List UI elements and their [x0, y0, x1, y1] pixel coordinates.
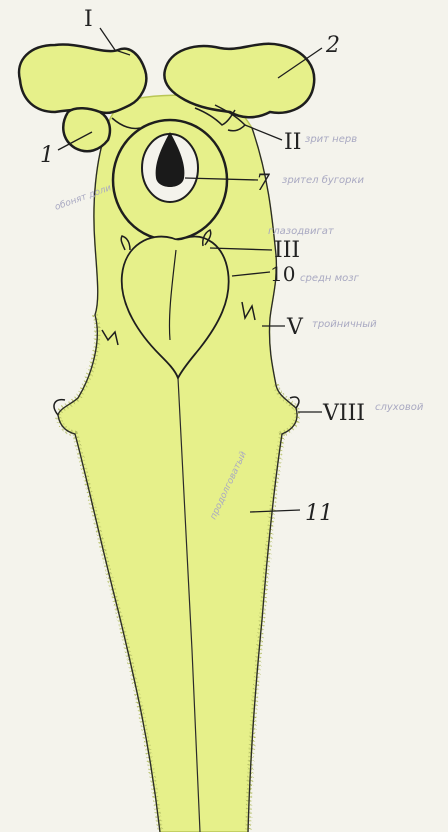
olfactory-bulb-left [63, 108, 110, 151]
note-optic-nerve: зрит нерв [305, 134, 357, 145]
note-auditory: слуховой [375, 402, 424, 413]
label-oculomotor-nerve: III [274, 238, 300, 263]
note-ventricle: зрител бугорки [282, 174, 365, 186]
note-midbrain: средн мозг [300, 273, 360, 284]
label-auditory-nerve: VIII [322, 401, 365, 426]
label-part-10: 10 [270, 262, 295, 286]
label-olfactory-nerve: I [84, 7, 93, 32]
label-hemisphere-2: 2 [325, 33, 340, 58]
label-cord-11: 11 [305, 501, 333, 526]
label-ventricle-7: 7 [256, 171, 270, 196]
note-oculomotor: глазодвигат [268, 226, 335, 237]
note-trigeminal: тройничный [312, 319, 377, 330]
label-trigeminal-nerve: V [286, 315, 304, 340]
label-optic-nerve: II [284, 130, 301, 155]
label-bulb-1: 1 [40, 143, 54, 168]
hemisphere-left [19, 45, 146, 113]
